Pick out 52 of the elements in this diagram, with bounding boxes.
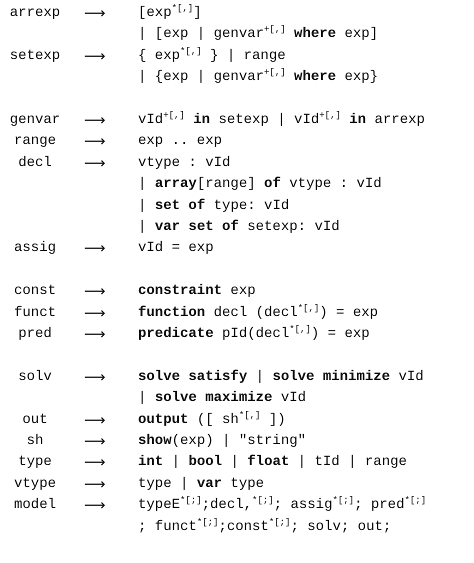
production-rule: vId$^{+[,]}$ in setexp | vId$^{+[,]}$ in arrexp [138, 111, 425, 129]
nonterminal-name: solv [17, 368, 53, 386]
derivation-arrow: ⟶ [84, 368, 106, 386]
nonterminal-name: decl [17, 154, 53, 172]
nonterminal-name: setexp [8, 46, 62, 65]
derivation-arrow: ⟶ [84, 46, 106, 65]
nonterminal-name: vtype [12, 474, 57, 493]
production-rule: vtype : vId [138, 154, 230, 172]
production-rule: | [exp | genvar$^{+[,]}$ where exp] [138, 25, 378, 44]
production-rule: | var set of setexp: vId [138, 218, 340, 236]
production-rule: function decl (decl$^{*[,]}$) = exp [138, 304, 378, 322]
derivation-arrow: ⟶ [84, 474, 106, 493]
production-rule: vId = exp [138, 239, 214, 258]
derivation-arrow: ⟶ [84, 282, 106, 300]
nonterminal-name: range [12, 132, 57, 150]
derivation-arrow: ⟶ [84, 111, 106, 129]
production-rule: constraint exp [138, 282, 256, 300]
derivation-arrow: ⟶ [84, 432, 106, 450]
production-rule: predicate pId(decl$^{*[,]}$) = exp [138, 325, 370, 343]
derivation-arrow: ⟶ [84, 410, 106, 429]
production-rule: | {exp | genvar$^{+[,]}$ where exp} [138, 68, 378, 86]
nonterminal-name: pred [17, 325, 53, 343]
nonterminal-name: sh [26, 432, 44, 450]
production-rule: type | var type [138, 474, 264, 493]
nonterminal-name: type [17, 453, 53, 472]
production-rule: [exp$^{*[,]}$] [138, 4, 202, 22]
nonterminal-name: assig [12, 239, 57, 258]
production-rule: solve satisfy | solve minimize vId [138, 368, 424, 386]
production-rule: show(exp) | "string" [138, 432, 306, 450]
production-rule: { exp$^{*[,]}$ } | range [138, 46, 286, 65]
production-rule: ; funct$^{*[;]}$;const$^{*[;]}$; solv; out; [138, 518, 392, 536]
nonterminal-name: funct [12, 304, 57, 322]
derivation-arrow: ⟶ [84, 453, 106, 472]
production-rule: | solve maximize vId [138, 389, 306, 408]
nonterminal-name: out [21, 410, 49, 429]
derivation-arrow: ⟶ [84, 4, 106, 22]
nonterminal-name: arrexp [8, 4, 62, 22]
nonterminal-name: genvar [8, 111, 62, 129]
production-rule: output ([ sh$^{*[,]}$ ]) [138, 410, 286, 429]
derivation-arrow: ⟶ [84, 132, 106, 150]
nonterminal-name: const [12, 282, 57, 300]
production-rule: int | bool | float | tId | range [138, 453, 407, 472]
derivation-arrow: ⟶ [84, 496, 106, 514]
production-rule: | set of type: vId [138, 196, 290, 215]
derivation-arrow: ⟶ [84, 154, 106, 172]
derivation-arrow: ⟶ [84, 304, 106, 322]
production-rule: exp .. exp [138, 132, 222, 150]
production-rule: | array[range] of vtype : vId [138, 175, 382, 194]
derivation-arrow: ⟶ [84, 325, 106, 343]
nonterminal-name: model [12, 496, 57, 514]
production-rule: typeE$^{*[;]}$;decl,$^{*[;]}$; assig$^{*[;]}$; pred$^{*[;]}$ [138, 496, 426, 514]
derivation-arrow: ⟶ [84, 239, 106, 258]
